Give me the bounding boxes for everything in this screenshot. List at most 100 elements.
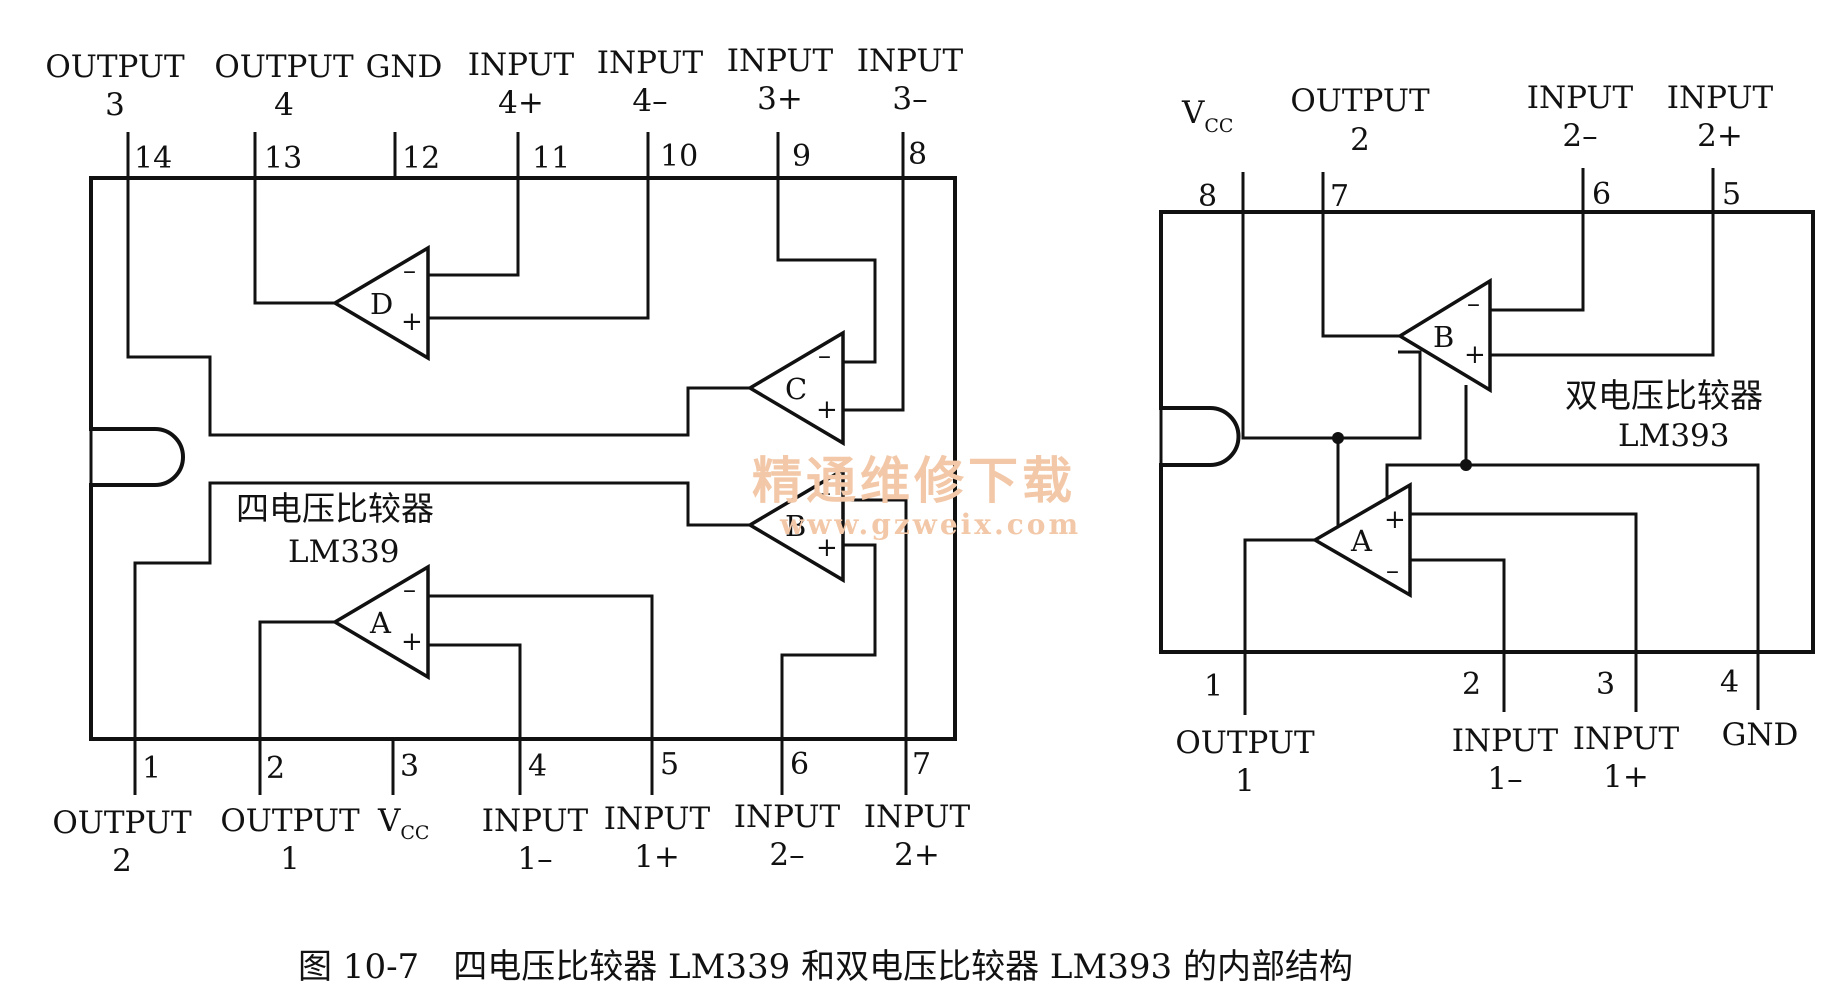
- pin-number: 6: [1592, 177, 1611, 212]
- comparator-b-label: B: [785, 509, 806, 543]
- pin-number: 8: [1198, 179, 1217, 214]
- lm339-top-pin-labels: OUTPUT 3 OUTPUT 4 GND INPUT 4+ INPUT 4– …: [45, 43, 963, 123]
- watermark: 精通维修下载 www.gzweix.com: [752, 451, 1081, 541]
- pin-number: 4: [1720, 665, 1739, 700]
- pin-label: 1–: [517, 841, 552, 877]
- pin-number: 7: [912, 747, 931, 782]
- pin-label: 4+: [498, 85, 544, 121]
- pin-label: OUTPUT: [52, 805, 192, 841]
- pin-number: 9: [792, 139, 811, 174]
- vcc-label: VCC: [377, 803, 429, 844]
- minus-sign: –: [1467, 289, 1480, 319]
- lm339-top-leads: [126, 132, 905, 178]
- pin-label: 3–: [892, 81, 927, 117]
- pin-label: INPUT: [482, 803, 589, 839]
- pin-label: INPUT: [734, 799, 841, 835]
- lm393-body: [1159, 210, 1815, 654]
- comparator-b-label: B: [1433, 320, 1454, 354]
- pin-label: 2–: [769, 837, 804, 873]
- lm393-part-number: LM393: [1618, 418, 1730, 454]
- minus-sign: –: [403, 256, 416, 286]
- minus-sign: –: [1386, 556, 1399, 586]
- pin-label: 1: [1235, 763, 1255, 799]
- comparator-d-label: D: [370, 287, 393, 321]
- pin-label: INPUT: [857, 43, 964, 79]
- lm339-title: 四电压比较器: [236, 489, 434, 528]
- lm393-bottom-pin-labels: OUTPUT 1 INPUT 1– INPUT 1+ GND: [1175, 717, 1798, 799]
- pin-number: 2: [266, 751, 285, 786]
- watermark-url: www.gzweix.com: [779, 508, 1081, 541]
- pin-label: OUTPUT: [1290, 83, 1430, 119]
- lm393-pin-numbers: 8 7 6 5 1 2 3 4: [1198, 177, 1741, 704]
- vcc-label: VCC: [1181, 95, 1233, 137]
- pin-label: 2+: [894, 837, 940, 873]
- pin-number: 8: [908, 137, 927, 172]
- plus-sign: +: [401, 307, 423, 337]
- pin-label: 3: [105, 87, 125, 123]
- pin-label: INPUT: [604, 801, 711, 837]
- pin-number: 7: [1330, 179, 1349, 214]
- pin-label: 4: [274, 87, 294, 123]
- lm339-bottom-leads: [133, 739, 908, 795]
- pin-label: 2: [1350, 122, 1370, 158]
- pin-label: GND: [366, 49, 443, 85]
- comparator-c-label: C: [785, 372, 807, 406]
- figure-caption: 图 10-7 四电压比较器 LM339 和双电压比较器 LM393 的内部结构: [298, 947, 1353, 987]
- pin-number: 1: [1204, 669, 1223, 704]
- plus-sign: +: [1384, 505, 1406, 535]
- lm339-wiring: [126, 178, 908, 739]
- pin-number: 5: [660, 747, 679, 782]
- pin-number: 3: [400, 749, 419, 784]
- lm339-package: D – + C – + B – + A – + 四电压比较器 LM339 14 …: [45, 43, 970, 879]
- pin-number: 1: [142, 751, 161, 786]
- lm393-comparator-a: A + –: [1311, 481, 1412, 599]
- pin-number: 10: [660, 139, 698, 174]
- lm339-part-number: LM339: [288, 534, 400, 570]
- minus-sign: –: [818, 478, 831, 508]
- pin-number: 2: [1462, 667, 1481, 702]
- pin-number: 4: [528, 749, 547, 784]
- pin-label: 1+: [1603, 759, 1649, 795]
- pin-label: OUTPUT: [220, 803, 360, 839]
- pin-number: 5: [1722, 177, 1741, 212]
- comparator-a-label: A: [1350, 524, 1373, 558]
- pin-label: 1: [280, 841, 300, 877]
- lm339-comparator-d: D – +: [331, 244, 430, 362]
- plus-sign: +: [1464, 340, 1486, 370]
- pin-label: OUTPUT: [214, 49, 354, 85]
- lm339-body: [89, 176, 957, 741]
- pin-label: 2: [112, 843, 132, 879]
- minus-sign: –: [818, 341, 831, 371]
- lm339-comparator-b: B – +: [746, 466, 845, 584]
- pin-label: OUTPUT: [45, 49, 185, 85]
- lm339-bottom-pin-numbers: 1 2 3 4 5 6 7: [142, 747, 931, 786]
- pin-number: 3: [1596, 667, 1615, 702]
- plus-sign: +: [816, 533, 838, 563]
- pin-label: 3+: [757, 81, 803, 117]
- lm339-bottom-pin-labels: OUTPUT 2 OUTPUT 1 VCC INPUT 1– INPUT 1+ …: [52, 799, 970, 879]
- plus-sign: +: [816, 395, 838, 425]
- pin-label: 1–: [1487, 761, 1522, 797]
- pin-label: GND: [1722, 717, 1799, 753]
- lm393-top-pin-labels: VCC OUTPUT 2 INPUT 2– INPUT 2+: [1181, 80, 1774, 158]
- pin-label: INPUT: [1667, 80, 1774, 116]
- pin-label: INPUT: [1573, 721, 1680, 757]
- pin-number: 11: [532, 141, 570, 176]
- pin-label: INPUT: [864, 799, 971, 835]
- lm339-comparator-c: C – +: [746, 329, 845, 447]
- pin-number: 6: [790, 747, 809, 782]
- pin-label: INPUT: [727, 43, 834, 79]
- plus-sign: +: [401, 627, 423, 657]
- pin-number: 12: [402, 141, 440, 176]
- pin-label: OUTPUT: [1175, 725, 1315, 761]
- pin-label: 4–: [632, 83, 667, 119]
- pin-label: INPUT: [1452, 723, 1559, 759]
- comparator-a-label: A: [369, 606, 392, 640]
- lm393-leads: [1241, 168, 1760, 715]
- lm339-comparator-a: A – +: [331, 563, 430, 681]
- lm393-package: B – + A + – 双电压比较器 LM393 8 7 6 5 1 2 3 4…: [1159, 80, 1815, 799]
- pin-label: INPUT: [597, 45, 704, 81]
- minus-sign: –: [403, 575, 416, 605]
- lm393-title: 双电压比较器: [1565, 376, 1763, 415]
